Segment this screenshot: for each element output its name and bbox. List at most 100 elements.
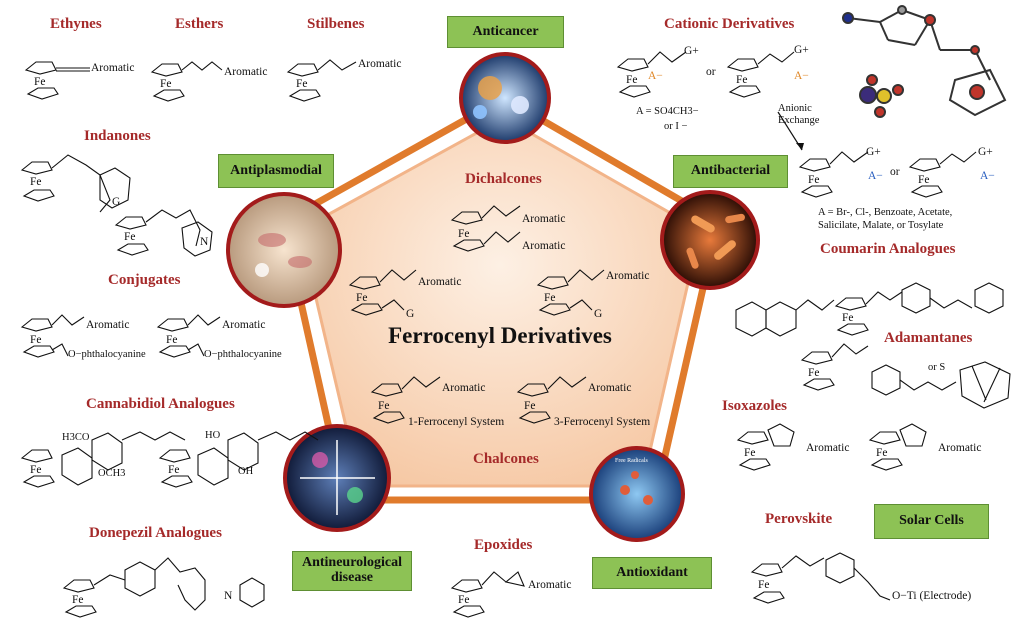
antioxidant-text: Antioxidant bbox=[616, 564, 688, 580]
och3-label: OCH3 bbox=[98, 468, 126, 479]
oh-label: OH bbox=[238, 466, 254, 477]
or-exchanged: or bbox=[890, 166, 900, 178]
free-radicals-text: Free Radicals bbox=[615, 458, 648, 464]
antiplasmodial-text: Antiplasmodial bbox=[230, 162, 322, 178]
g-plus-exchanged-2: G+ bbox=[978, 146, 993, 158]
fe-donepezil: Fe bbox=[72, 594, 84, 606]
fe-conjugate-1: Fe bbox=[30, 334, 42, 346]
coumarin-label: Coumarin Analogues bbox=[820, 241, 956, 257]
aromatic-chalcone-right: Aromatic bbox=[606, 270, 650, 282]
anticancer-text: Anticancer bbox=[472, 23, 539, 39]
aromatic-system-3: Aromatic bbox=[588, 382, 632, 394]
ethynes-label: Ethynes bbox=[50, 16, 102, 32]
ti-electrode: O−Ti (Electrode) bbox=[892, 590, 972, 602]
adamantanes-label: Adamantanes bbox=[884, 330, 973, 346]
fe-epoxide: Fe bbox=[458, 594, 470, 606]
cationic-label: Cationic Derivatives bbox=[664, 16, 795, 32]
indanones-label: Indanones bbox=[84, 128, 151, 144]
fe-indanone-1: Fe bbox=[30, 176, 42, 188]
system-3-label: 3-Ferrocenyl System bbox=[554, 416, 651, 428]
a-minus-exchanged-1: A− bbox=[868, 170, 883, 182]
h3co-label: H3CO bbox=[62, 432, 90, 443]
fe-adamantane: Fe bbox=[808, 367, 820, 379]
fe-cannabidiol-1: Fe bbox=[30, 464, 42, 476]
phthalo-conjugate-1: O−phthalocyanine bbox=[68, 349, 146, 360]
epoxides-label: Epoxides bbox=[474, 537, 533, 553]
antiplasmodial-image bbox=[226, 192, 342, 308]
fe-exchanged-2: Fe bbox=[918, 174, 930, 186]
g-plus-cationic-2: G+ bbox=[794, 44, 809, 56]
solar-cells-text: Solar Cells bbox=[899, 513, 964, 529]
aromatic-esthers: Aromatic bbox=[224, 66, 268, 78]
fe-exchanged-1: Fe bbox=[808, 174, 820, 186]
antibacterial-text: Antibacterial bbox=[690, 163, 771, 179]
fe-system-3: Fe bbox=[524, 400, 536, 412]
or-s-label: or S bbox=[928, 362, 946, 373]
fe-coumarin: Fe bbox=[842, 312, 854, 324]
anion-def-1: A = SO4CH3− bbox=[636, 106, 699, 117]
fe-conjugate-2: Fe bbox=[166, 334, 178, 346]
donepezil-label: Donepezil Analogues bbox=[89, 525, 222, 541]
antioxidant-box: Antioxidant bbox=[592, 557, 712, 589]
chalcones-label: Chalcones bbox=[473, 451, 539, 467]
antibacterial-image bbox=[660, 190, 760, 290]
g-plus-exchanged-1: G+ bbox=[866, 146, 881, 158]
fe-chalcone-right: Fe bbox=[544, 292, 556, 304]
g-chalcone-left: G bbox=[406, 308, 415, 320]
fe-indanone-2: Fe bbox=[124, 231, 136, 243]
n-indanone-2: N bbox=[200, 236, 209, 248]
fe-cannabidiol-2: Fe bbox=[168, 464, 180, 476]
antineurological-box: Antineurological disease bbox=[292, 551, 412, 591]
crystal-structure bbox=[842, 5, 1007, 118]
stilbenes-label: Stilbenes bbox=[307, 16, 365, 32]
ho-label: HO bbox=[205, 430, 221, 441]
aromatic-stilbenes: Aromatic bbox=[358, 58, 402, 70]
anionic-exchange-text: Anionic Exchange bbox=[778, 103, 820, 126]
aromatic-conjugate-1: Aromatic bbox=[86, 319, 130, 331]
anion-list: A = Br-, Cl-, Benzoate, Acetate, Salicil… bbox=[818, 207, 953, 232]
antineurological-text: Antineurological disease bbox=[301, 555, 403, 585]
antioxidant-image: Free Radicals bbox=[589, 446, 685, 542]
fe-cationic-2: Fe bbox=[736, 74, 748, 86]
aromatic-ethynes: Aromatic bbox=[91, 62, 135, 74]
solar-cells-box: Solar Cells bbox=[874, 504, 989, 539]
a-minus-exchanged-2: A− bbox=[980, 170, 995, 182]
anticancer-box: Anticancer bbox=[447, 16, 564, 48]
fe-esthers: Fe bbox=[160, 78, 172, 90]
a-minus-cationic-2: A− bbox=[794, 70, 809, 82]
antiplasmodial-box: Antiplasmodial bbox=[218, 154, 334, 188]
n-donepezil: N bbox=[224, 590, 233, 602]
cannabidiol-label: Cannabidiol Analogues bbox=[86, 396, 235, 412]
diagram-title: Ferrocenyl Derivatives bbox=[388, 323, 612, 348]
or-cationic: or bbox=[706, 66, 716, 78]
system-1-label: 1-Ferrocenyl System bbox=[408, 416, 505, 428]
aromatic-conjugate-2: Aromatic bbox=[222, 319, 266, 331]
anion-def-2: or I − bbox=[664, 121, 688, 132]
aromatic-system-1: Aromatic bbox=[442, 382, 486, 394]
perovskite-label: Perovskite bbox=[765, 511, 833, 527]
aromatic-chalcone-left: Aromatic bbox=[418, 276, 462, 288]
conjugates-label: Conjugates bbox=[108, 272, 181, 288]
fe-ethynes: Fe bbox=[34, 76, 46, 88]
aromatic-dichalcone-2: Aromatic bbox=[522, 240, 566, 252]
g-chalcone-right: G bbox=[594, 308, 603, 320]
fe-system-1: Fe bbox=[378, 400, 390, 412]
aromatic-dichalcone-1: Aromatic bbox=[522, 213, 566, 225]
a-minus-cationic-1: A− bbox=[648, 70, 663, 82]
fe-isoxazole-2: Fe bbox=[876, 447, 888, 459]
esthers-label: Esthers bbox=[175, 16, 224, 32]
g-indanone-1: G bbox=[112, 196, 121, 208]
fe-dichalcone: Fe bbox=[458, 228, 470, 240]
anticancer-image bbox=[459, 52, 551, 144]
fe-cationic-1: Fe bbox=[626, 74, 638, 86]
antineurological-image bbox=[283, 424, 391, 532]
phthalo-conjugate-2: O−phthalocyanine bbox=[204, 349, 282, 360]
fe-isoxazole-1: Fe bbox=[744, 447, 756, 459]
fe-stilbenes: Fe bbox=[296, 78, 308, 90]
aromatic-isoxazole-1: Aromatic bbox=[806, 442, 850, 454]
fe-perovskite: Fe bbox=[758, 579, 770, 591]
aromatic-epoxide: Aromatic bbox=[528, 579, 572, 591]
fe-chalcone-left: Fe bbox=[356, 292, 368, 304]
aromatic-isoxazole-2: Aromatic bbox=[938, 442, 982, 454]
